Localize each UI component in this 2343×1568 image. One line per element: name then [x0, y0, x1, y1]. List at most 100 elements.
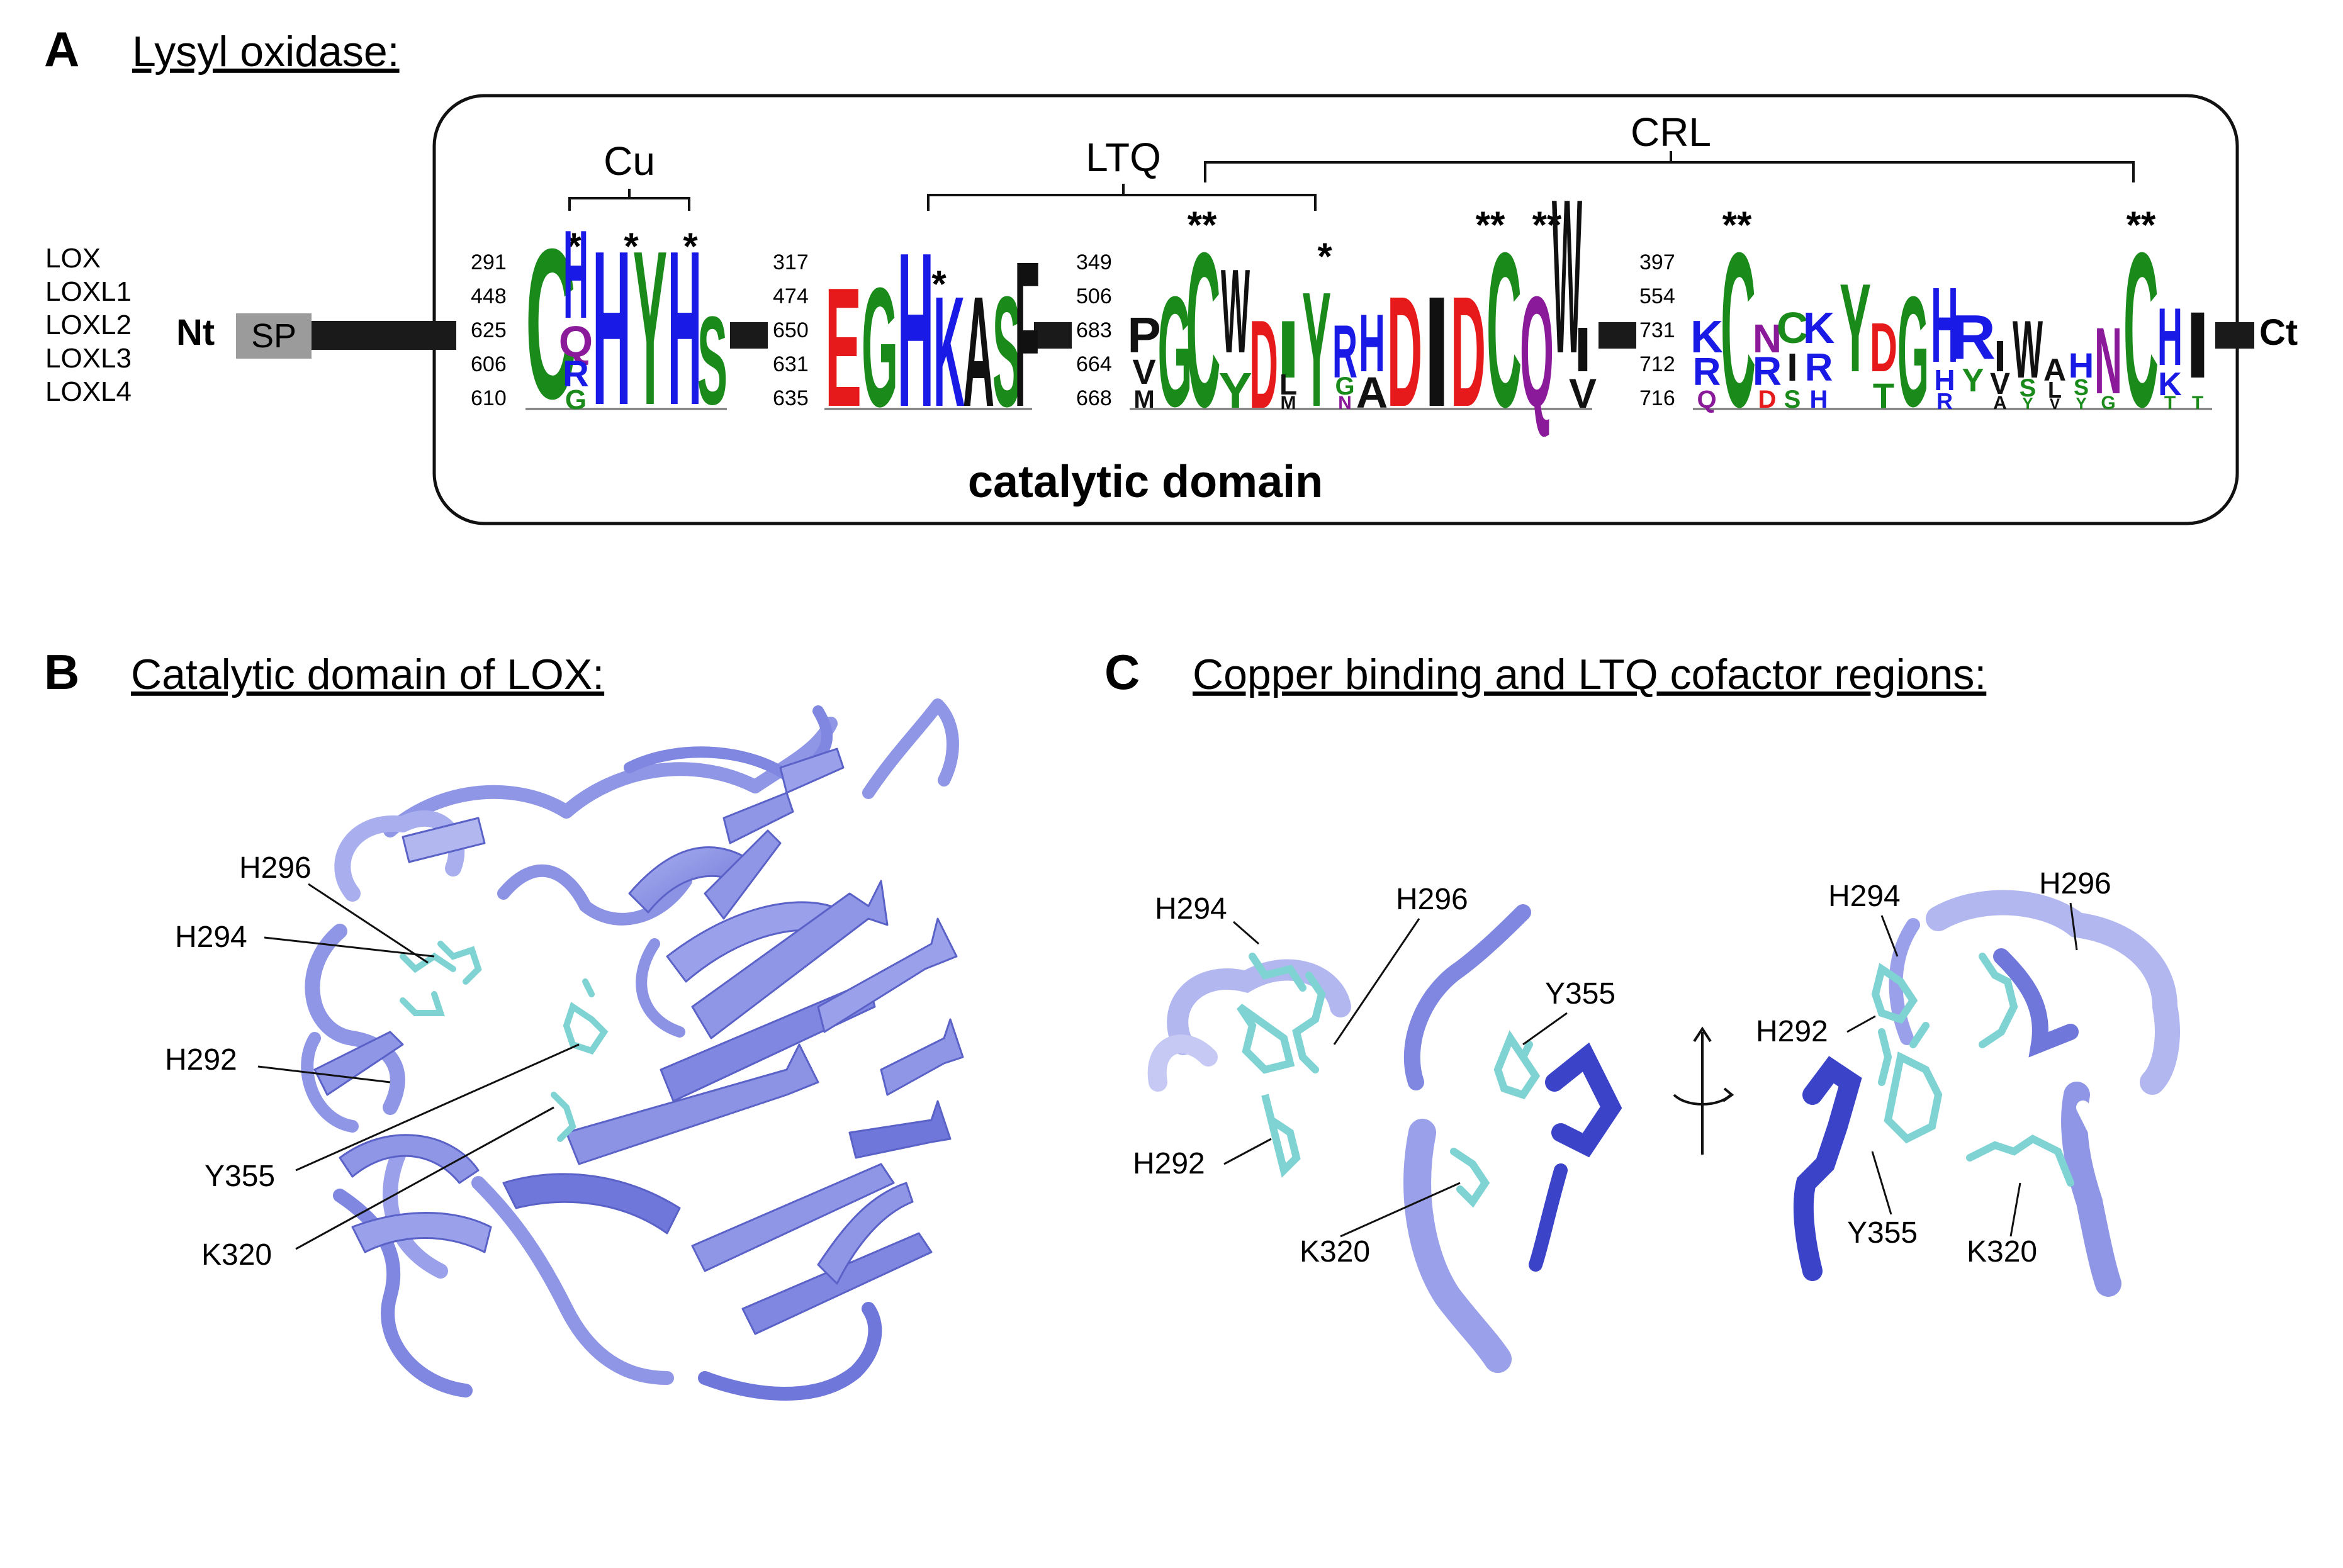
leader-line — [308, 883, 429, 964]
rotation-icon — [1673, 1026, 1734, 1155]
start-number: 474 — [773, 284, 809, 308]
panel-b-labels: H296 H294 H292 Y355 K320 — [165, 851, 580, 1272]
logo-letter: I — [1574, 315, 1592, 385]
panel-c-left-labels: H294 H296 Y355 H292 K320 — [1133, 883, 1615, 1268]
logo-letter: K — [2158, 366, 2182, 403]
logo-letter: H — [1810, 386, 1828, 413]
logo-letter: R — [1753, 349, 1782, 394]
residue-label: H292 — [1133, 1147, 1205, 1180]
logo-letter: G — [1335, 372, 1354, 400]
nt-label: Nt — [176, 312, 215, 353]
panel-c-right-labels: H294 H296 H292 Y355 K320 — [1756, 867, 2111, 1268]
start-number: 349 — [1076, 250, 1112, 274]
logo-letter: S — [2020, 374, 2037, 402]
start-number: 668 — [1076, 386, 1112, 410]
catalytic-domain-box — [432, 94, 2239, 525]
logo-letter: G — [1897, 264, 1929, 439]
start-number: 731 — [1639, 318, 1675, 342]
logo-letter: S — [697, 291, 728, 431]
leader-line — [1233, 921, 1259, 945]
star-mark: * — [1317, 235, 1332, 277]
leader-line — [2009, 1182, 2021, 1237]
logo-letter: M — [1281, 393, 1296, 413]
logo-letter: H — [1934, 364, 1955, 396]
logo-letter: Y — [2022, 394, 2033, 413]
residue-label: H294 — [1155, 892, 1227, 926]
logo-letter: Q — [1520, 264, 1554, 439]
residue-label: K320 — [201, 1238, 272, 1272]
logo-letter: N — [2094, 308, 2122, 413]
start-number: 650 — [773, 318, 809, 342]
start-number: 610 — [471, 386, 507, 410]
catalytic-domain-label: catalytic domain — [968, 457, 1323, 507]
residue-label: H296 — [2039, 867, 2111, 900]
logo-letter: H — [1931, 266, 1958, 385]
logo-letter: A — [2043, 352, 2066, 388]
logo-letter: K — [1690, 312, 1723, 362]
star-mark: * — [931, 263, 947, 305]
logo-letter: G — [565, 384, 587, 415]
logo-letter: M — [1133, 386, 1154, 413]
logo-letter: A — [1993, 393, 2007, 413]
logo-block-3: 349 506 683 664 668 P V M G C W Y D I L … — [1076, 154, 1597, 453]
panel-a-letter: A — [44, 21, 79, 77]
star-mark: * — [624, 225, 639, 267]
linker-bar — [312, 321, 456, 350]
logo-letter: E — [825, 253, 862, 442]
signal-peptide-box — [236, 313, 312, 359]
lox-beta-strands — [313, 748, 964, 1335]
leader-line — [1522, 1012, 1568, 1046]
logo-letter: T — [2164, 393, 2176, 413]
residue-label: K320 — [1300, 1235, 1370, 1268]
start-number: 664 — [1076, 352, 1112, 376]
logo-block-1: 291 448 625 606 610 C H Q R G H Y H S — [471, 204, 728, 451]
logo-letter: Y — [1302, 259, 1331, 441]
logo-letter: D — [1870, 309, 1897, 386]
ltq-bracket — [927, 184, 1317, 211]
logo-letter: A — [963, 264, 994, 439]
leader-line — [1880, 915, 1899, 957]
lox-ribbon-structure — [301, 698, 959, 1401]
logo-letter: K — [933, 264, 965, 439]
logo-letter: I — [2185, 292, 2210, 398]
ct-label: Ct — [2259, 312, 2298, 353]
linker-bar — [730, 322, 768, 349]
crl-bracket — [1204, 151, 2135, 182]
logo-letter: F — [1014, 218, 1040, 450]
logo-letter: R — [1332, 310, 1357, 394]
logo-letter: H — [563, 204, 588, 345]
start-number: 712 — [1639, 352, 1675, 376]
logo-letter: G — [1158, 264, 1193, 439]
logo-letter: N — [1338, 393, 1352, 413]
start-number: 317 — [773, 250, 809, 274]
leader-line — [1871, 1151, 1892, 1215]
start-number: 554 — [1639, 284, 1675, 308]
logo-letter: T — [2192, 393, 2203, 413]
logo-letter: H — [592, 205, 631, 451]
logo-letter: Q — [1697, 386, 1716, 413]
start-number: 506 — [1076, 284, 1112, 308]
logo-letter: W — [1552, 154, 1582, 400]
start-number: 716 — [1639, 386, 1675, 410]
logo-letter: R — [1693, 350, 1721, 394]
panel-b-letter: B — [44, 644, 79, 700]
logo-letter: R — [1950, 302, 1996, 372]
residue-label: H294 — [175, 921, 247, 954]
logo-letter: C — [1186, 207, 1221, 453]
logo-letter: C — [2123, 207, 2159, 453]
leader-line — [264, 936, 435, 958]
logo-letter: G — [862, 253, 898, 442]
leader-line — [1340, 1182, 1461, 1238]
logo-letter: C — [525, 204, 576, 444]
logo-letter: H — [1359, 297, 1385, 389]
residue-label: H294 — [1828, 880, 1901, 913]
leader-line — [295, 1106, 554, 1250]
residue-label: Y355 — [205, 1160, 275, 1193]
logo-letter: W — [1221, 245, 1250, 378]
panel-a-title: Lysyl oxidase: — [132, 28, 400, 76]
ltq-bracket-label: LTQ — [1086, 135, 1161, 180]
logo-letter: V — [1990, 367, 2010, 401]
star-mark: ** — [1722, 204, 1752, 246]
logo-letter: P — [1127, 307, 1160, 363]
brackets: Cu LTQ CRL — [568, 109, 2135, 211]
